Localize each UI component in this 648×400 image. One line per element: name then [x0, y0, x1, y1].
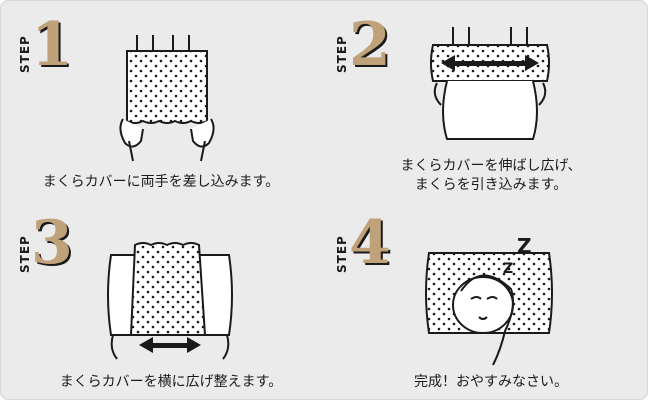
step-1-label: STEP: [18, 35, 32, 73]
step-2-illustration: [425, 23, 555, 153]
step-4-label: STEP: [335, 235, 349, 273]
step-4-illustration: Z Z: [421, 231, 557, 371]
caption-line: まくらカバーを横に広げ整えます。: [59, 374, 283, 390]
step-2-caption: まくらカバーを伸ばし広げ、 まくらを引き込みます。: [361, 157, 621, 195]
caption-line: 完成！おやすみなさい。: [414, 374, 568, 390]
svg-text:Z: Z: [503, 261, 513, 277]
step-3-illustration: [105, 239, 235, 363]
caption-line: まくらカバーに両手を差し込みます。: [42, 174, 280, 190]
caption-line: まくらカバーを伸ばし広げ、: [400, 158, 582, 174]
step-4-number: 4: [349, 208, 391, 278]
step-1-number: 1: [31, 10, 73, 80]
step-3-caption: まくらカバーを横に広げ整えます。: [41, 373, 301, 392]
step-3-label: STEP: [18, 235, 32, 273]
step-2-label: STEP: [335, 35, 349, 73]
step-3-number: 3: [31, 208, 73, 278]
step-2-number: 2: [349, 10, 391, 80]
svg-text:Z: Z: [517, 234, 532, 258]
step-4-caption: 完成！おやすみなさい。: [361, 373, 621, 392]
step-1-caption: まくらカバーに両手を差し込みます。: [41, 173, 281, 192]
step-1-illustration: [113, 33, 223, 163]
caption-line: まくらを引き込みます。: [414, 177, 568, 193]
